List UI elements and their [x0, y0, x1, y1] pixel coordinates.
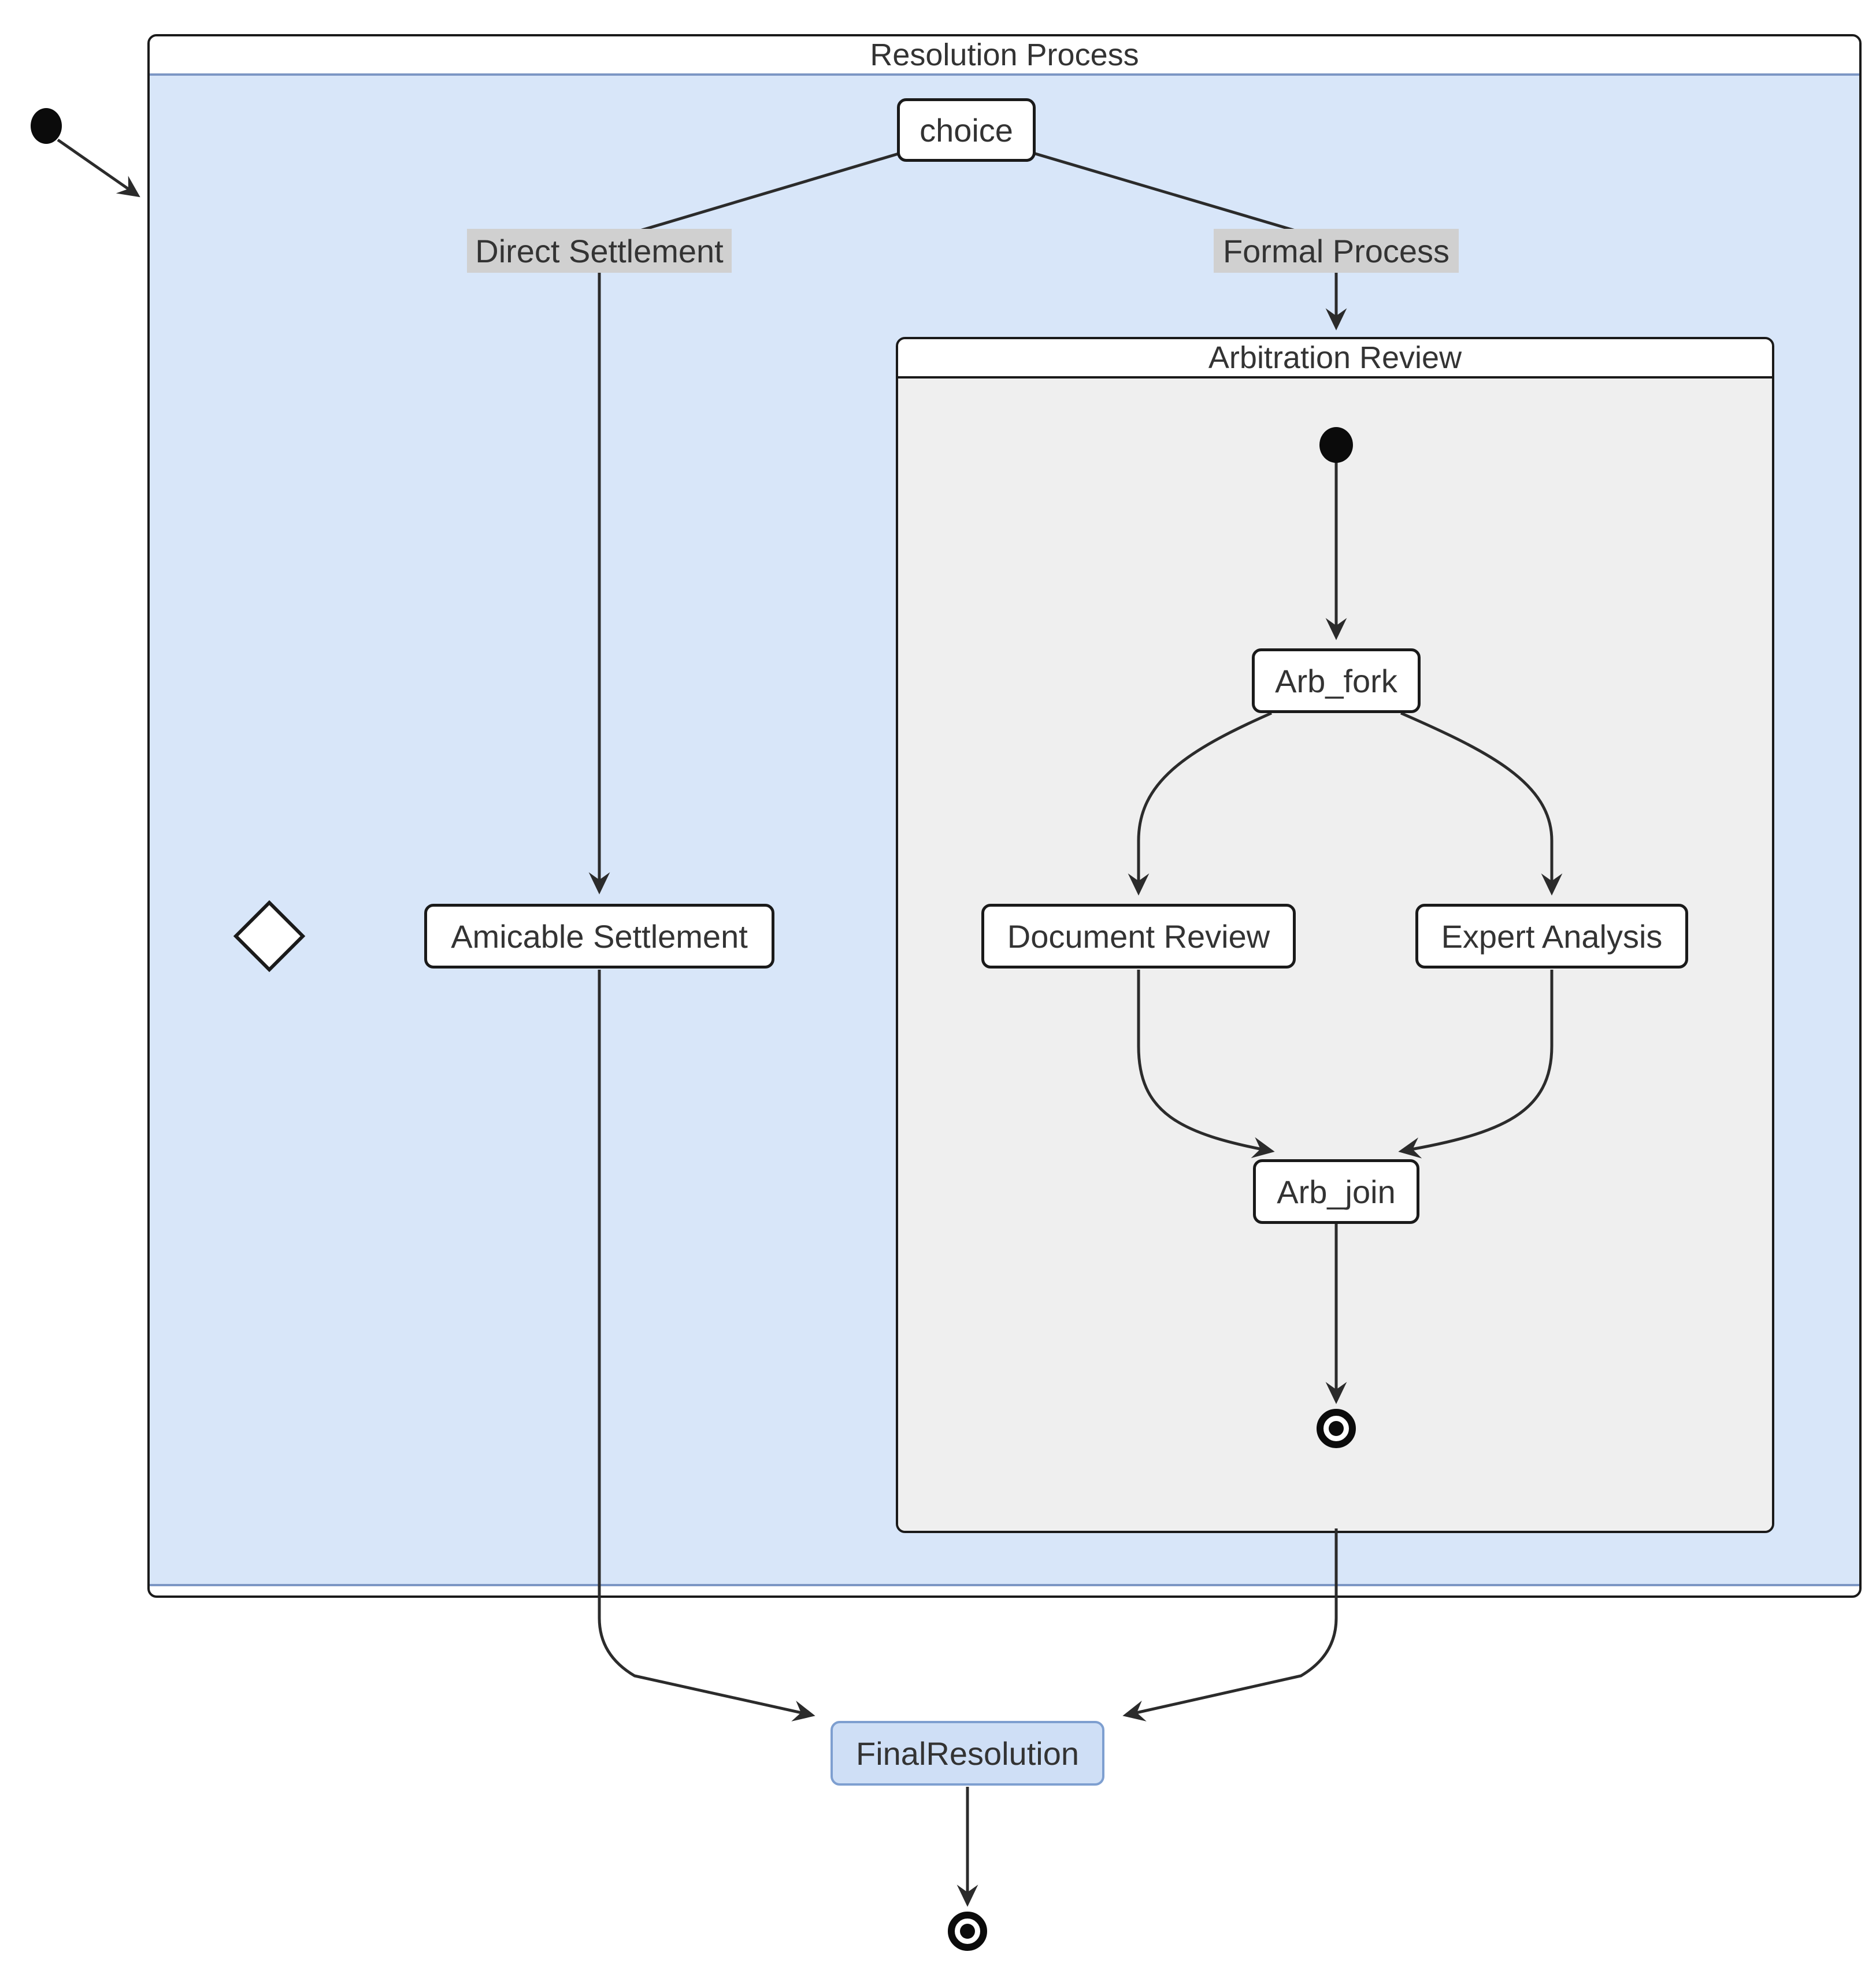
state-amicable-settlement: Amicable Settlement [424, 904, 774, 969]
state-document-review: Document Review [981, 904, 1296, 969]
inner-final-state-icon [1317, 1409, 1356, 1448]
state-document-review-label: Document Review [1007, 918, 1270, 955]
inner-initial-state-icon [1319, 427, 1353, 463]
choice-diamond-icon [233, 900, 306, 973]
state-arb-join: Arb_join [1253, 1159, 1419, 1224]
state-arb-fork: Arb_fork [1252, 648, 1421, 713]
state-final-resolution-label: FinalResolution [856, 1735, 1079, 1772]
edge-start-to-resolution [57, 138, 140, 198]
state-expert-analysis: Expert Analysis [1415, 904, 1688, 969]
edge-fork-to-expert [1400, 711, 1563, 896]
state-arb-join-label: Arb_join [1277, 1173, 1396, 1210]
edge-label-direct-settlement: Direct Settlement [467, 229, 732, 273]
edge-label-formal-process-text: Formal Process [1222, 232, 1450, 269]
edge-document-to-join [1137, 970, 1275, 1159]
state-amicable-settlement-label: Amicable Settlement [451, 918, 748, 955]
resolution-process-title: Resolution Process [150, 36, 1859, 73]
state-expert-analysis-label: Expert Analysis [1441, 918, 1663, 955]
edge-amicable-to-final [598, 970, 815, 1721]
state-arb-fork-label: Arb_fork [1275, 662, 1397, 699]
edge-expert-to-join [1398, 970, 1554, 1159]
state-choice: choice [897, 98, 1036, 162]
end-state-icon [948, 1912, 987, 1951]
initial-state-icon [31, 108, 62, 144]
edge-label-formal-process: Formal Process [1214, 229, 1459, 273]
state-choice-label: choice [920, 112, 1013, 149]
state-final-resolution: FinalResolution [831, 1721, 1104, 1786]
edge-label-direct-settlement-text: Direct Settlement [475, 232, 724, 269]
arbitration-review-title: Arbitration Review [898, 339, 1772, 379]
edge-fork-to-document [1128, 711, 1273, 896]
edge-arbitration-to-final [1122, 1528, 1338, 1721]
